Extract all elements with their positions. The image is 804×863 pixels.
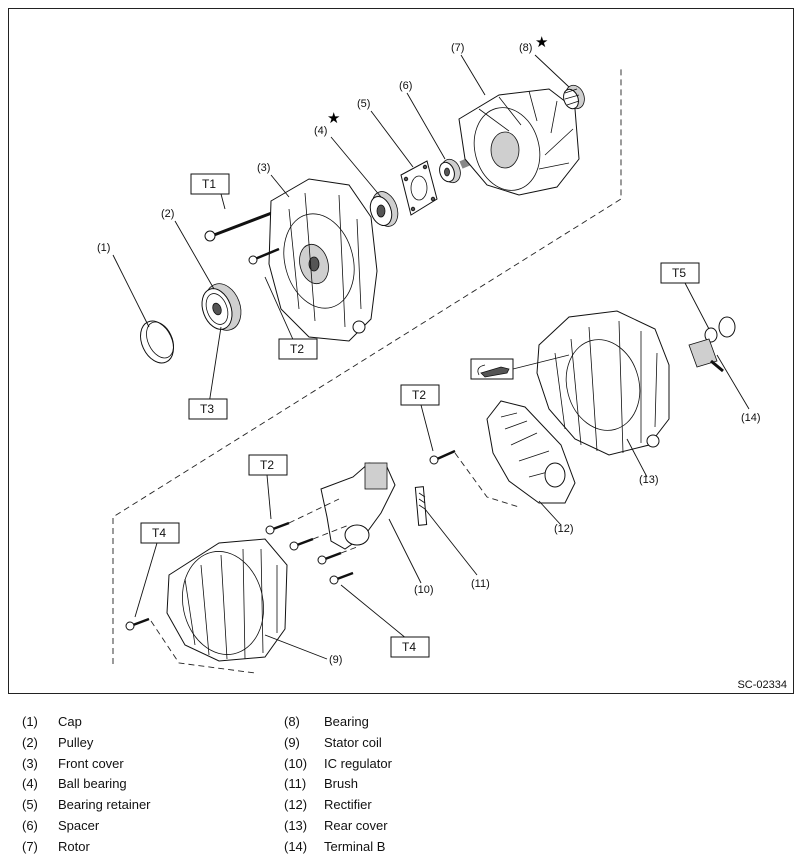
figure-code: SC-02334 [737, 679, 787, 691]
bearing-retainer-part [400, 160, 438, 216]
brush-part [414, 486, 428, 526]
callout-2: (2) [161, 208, 174, 220]
legend-number: (4) [22, 776, 38, 792]
spacer-part [439, 158, 461, 184]
legend-part-name: Cap [58, 714, 82, 729]
callout-8: (8) [519, 42, 532, 54]
legend-number: (7) [22, 838, 38, 854]
legend-part-name: Stator coil [324, 734, 382, 750]
callout-6: (6) [399, 80, 412, 92]
callout-7: (7) [451, 42, 464, 54]
torque-tag-t4-stator [140, 522, 180, 544]
legend-part-name: Rotor [58, 838, 90, 854]
legend-number: (10) [284, 755, 308, 771]
regulator-screws [265, 521, 354, 585]
legend-number: (12) [284, 797, 308, 813]
torque-tag-t2-rectifier [400, 384, 440, 406]
callout-9: (9) [329, 654, 342, 666]
legend-part-name: Bearing [324, 714, 369, 729]
legend-number: (11) [284, 776, 307, 792]
legend-part-name: Front cover [58, 755, 124, 771]
ic-regulator-part [320, 462, 396, 550]
legend-part-name: Ball bearing [58, 776, 127, 792]
torque-tag-t2-front [278, 338, 318, 360]
exploded-view-diagram: (1) (2) T1 T3 (3) T2 ( [97, 33, 761, 674]
torque-tag-t2-front-label: T2 [290, 342, 304, 356]
callout-12: (12) [554, 523, 574, 535]
torque-tag-t2-regulator-label: T2 [260, 458, 274, 472]
legend-number: (6) [22, 818, 38, 833]
bearing-part [563, 84, 585, 110]
legend-number: (5) [22, 797, 38, 813]
legend-part-name: Brush [324, 776, 358, 792]
callout-4: (4) [314, 125, 327, 137]
legend-number: (8) [284, 714, 300, 729]
callout-14: (14) [741, 412, 761, 424]
legend-part-name: Rectifier [324, 797, 372, 813]
front-screw [248, 247, 280, 265]
torque-tag-t1-label: T1 [202, 177, 216, 191]
callout-1: (1) [97, 242, 110, 254]
legend-part-name: IC regulator [324, 755, 392, 771]
callout-10: (10) [414, 584, 434, 596]
rear-cover-part [536, 310, 670, 456]
torque-tag-t5 [660, 262, 700, 284]
torque-tag-t4-regulator-label: T4 [402, 640, 416, 654]
pulley-part [201, 283, 242, 331]
stator-screw [125, 617, 150, 631]
legend-number: (1) [22, 714, 38, 729]
torque-tag-t3 [188, 398, 228, 420]
rectifier-part [486, 400, 576, 504]
star-icon: ★ [535, 33, 548, 51]
callout-13: (13) [639, 474, 659, 486]
legend-part-name: Terminal B [324, 838, 386, 854]
rectifier-screw [429, 449, 456, 465]
legend-number: (9) [284, 734, 300, 750]
torque-tag-t5-label: T5 [672, 266, 686, 280]
legend-part-name: Bearing retainer [58, 797, 151, 813]
callout-5: (5) [357, 98, 370, 110]
cap-part [140, 320, 174, 364]
terminal-b-part [688, 316, 736, 373]
rotor-part [458, 88, 580, 196]
torque-tag-t2-regulator [248, 454, 288, 476]
ball-bearing-part [369, 191, 399, 227]
legend-part-name: Spacer [58, 818, 100, 833]
legend-part-name: Pulley [58, 734, 94, 750]
legend-number: (2) [22, 734, 38, 750]
through-bolt [204, 209, 278, 242]
stator-coil-part [166, 538, 288, 662]
torque-tag-t3-label: T3 [200, 402, 214, 416]
assembly-axis [112, 69, 622, 664]
front-cover-part [268, 178, 378, 342]
star-icon: ★ [327, 109, 340, 127]
legend-part-name: Rear cover [324, 818, 388, 833]
parts-legend: (1) Cap (2) Pulley (3) Front cover (4) Ball bea… [0, 710, 804, 860]
torque-tag-t2-rectifier-label: T2 [412, 388, 426, 402]
legend-number: (13) [284, 818, 308, 833]
torque-tag-t1 [190, 173, 230, 195]
callout-11: (11) [471, 578, 490, 590]
callout-3: (3) [257, 162, 270, 174]
torque-tag-t4-regulator [390, 636, 430, 658]
legend-number: (3) [22, 755, 38, 771]
diagram-frame: (1) (2) T1 T3 (3) T2 ( [8, 8, 794, 694]
torque-tag-t4-stator-label: T4 [152, 526, 166, 540]
legend-number: (14) [284, 838, 308, 854]
